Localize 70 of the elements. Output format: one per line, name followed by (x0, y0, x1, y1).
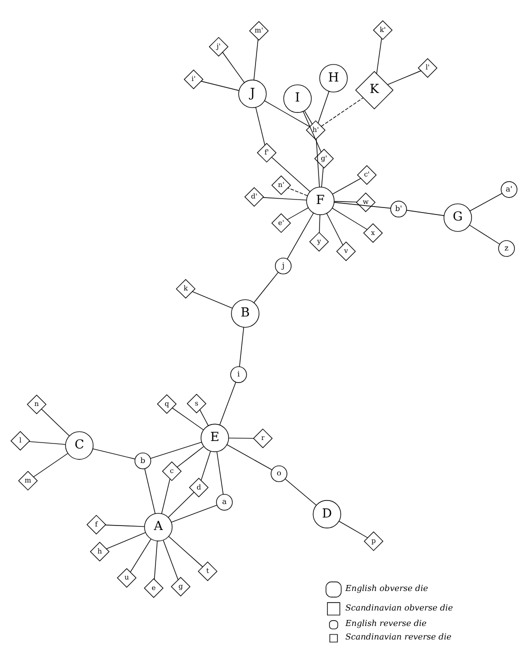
connector (171, 504, 218, 523)
connector (285, 478, 317, 506)
connector (28, 441, 66, 445)
node-diamond: K (355, 71, 394, 110)
connector (105, 524, 145, 527)
connector (271, 156, 310, 192)
connector (33, 453, 68, 478)
node-circle: C (65, 431, 94, 460)
node-circle: J (238, 80, 267, 108)
connector (154, 540, 158, 580)
legend-label: Scandinavian reverse die (345, 632, 452, 642)
node-circle: F (306, 186, 335, 216)
connector (200, 450, 211, 481)
connector (200, 80, 240, 91)
connector (254, 272, 278, 303)
connector (192, 291, 233, 308)
legend-label: English reverse die (345, 618, 427, 628)
connector (254, 39, 258, 80)
connector (92, 448, 136, 460)
connector (150, 442, 202, 459)
node-circle: H (319, 64, 348, 92)
connector (326, 213, 344, 246)
connector (255, 107, 266, 146)
connector (332, 178, 362, 194)
node-circle: E (200, 424, 229, 452)
connector (106, 532, 146, 550)
node-circle: A (144, 513, 173, 542)
connector (228, 438, 254, 439)
connector (264, 100, 310, 127)
connector (130, 538, 152, 572)
connector (161, 478, 170, 514)
connector (222, 52, 245, 83)
connector (41, 408, 70, 436)
connector (332, 208, 368, 230)
connector (219, 382, 236, 426)
node-circle: I (283, 84, 312, 113)
connector (319, 214, 320, 234)
connector (316, 138, 320, 188)
connector (320, 98, 364, 127)
connector (376, 38, 382, 74)
connector (168, 492, 194, 518)
connector (176, 446, 204, 468)
connector (321, 167, 324, 188)
connector (304, 110, 313, 124)
connector (216, 451, 224, 495)
connector (286, 207, 309, 220)
connector (262, 197, 307, 200)
connector (406, 210, 444, 216)
connector (338, 520, 368, 538)
connector (144, 468, 156, 514)
node-circle: G (444, 203, 472, 232)
connector (288, 188, 308, 196)
connector (470, 193, 502, 212)
connector (199, 409, 209, 426)
node-circle: B (231, 299, 260, 328)
connector (318, 91, 330, 124)
connector (286, 212, 314, 260)
connector (172, 408, 204, 430)
legend-label: Scandinavian obverse die (345, 602, 453, 612)
connector (162, 540, 178, 580)
connector (226, 444, 272, 470)
connector (334, 202, 392, 209)
connector (469, 224, 500, 245)
node-circle: D (312, 500, 342, 528)
legend-label: English obverse die (345, 582, 428, 593)
connector (334, 201, 358, 202)
connector (302, 111, 322, 152)
connector (239, 326, 244, 367)
connector (387, 70, 422, 85)
connector (168, 536, 203, 568)
